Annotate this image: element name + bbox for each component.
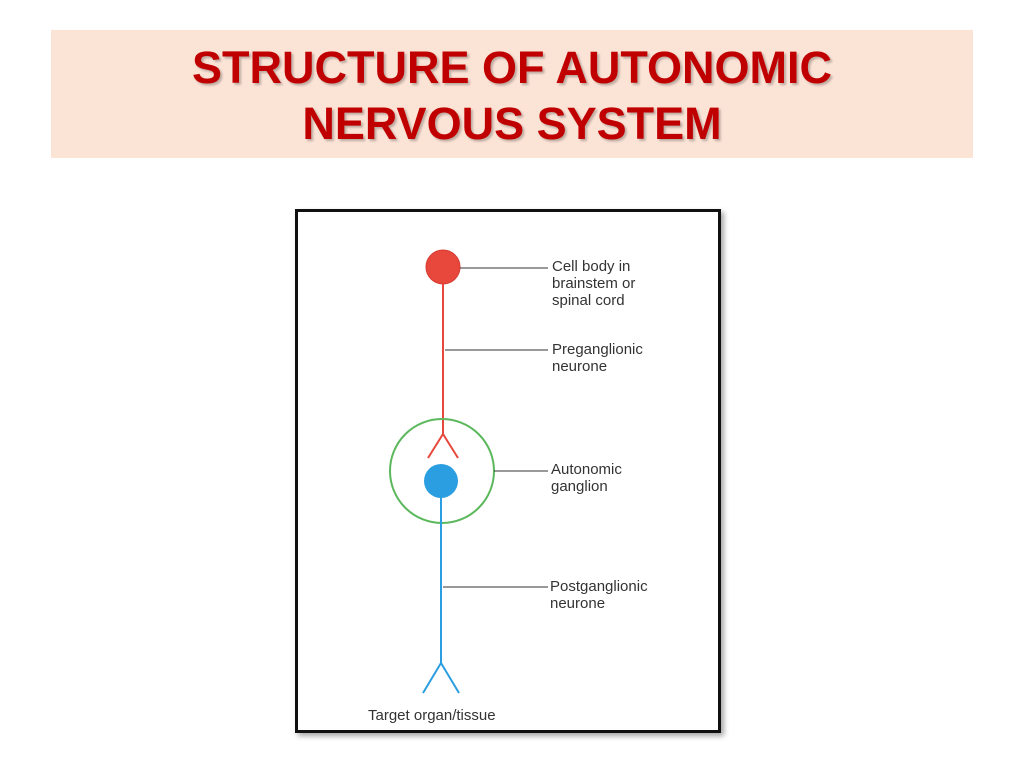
label-ganglion: Autonomic ganglion bbox=[551, 461, 622, 495]
diagram-drawing bbox=[389, 249, 548, 694]
label-cell-body: Cell body in brainstem or spinal cord bbox=[552, 258, 636, 309]
postganglionic-cell-body bbox=[424, 464, 458, 498]
slide-title: STRUCTURE OF AUTONOMIC NERVOUS SYSTEM bbox=[51, 40, 973, 152]
title-line-1: STRUCTURE OF AUTONOMIC bbox=[192, 42, 832, 93]
label-target: Target organ/tissue bbox=[368, 707, 496, 724]
preganglionic-terminal-left bbox=[427, 433, 444, 459]
title-line-2: NERVOUS SYSTEM bbox=[302, 98, 722, 149]
preganglionic-terminal-right bbox=[442, 433, 459, 459]
cell-body bbox=[425, 249, 461, 285]
postganglionic-terminal-right bbox=[440, 662, 460, 694]
postganglionic-terminal-left bbox=[422, 662, 442, 694]
title-band: STRUCTURE OF AUTONOMIC NERVOUS SYSTEM bbox=[51, 30, 973, 158]
label-preganglionic: Preganglionic neurone bbox=[552, 341, 643, 375]
neuron-diagram: Cell body in brainstem or spinal cord Pr… bbox=[295, 209, 721, 733]
label-postganglionic: Postganglionic neurone bbox=[550, 578, 648, 612]
